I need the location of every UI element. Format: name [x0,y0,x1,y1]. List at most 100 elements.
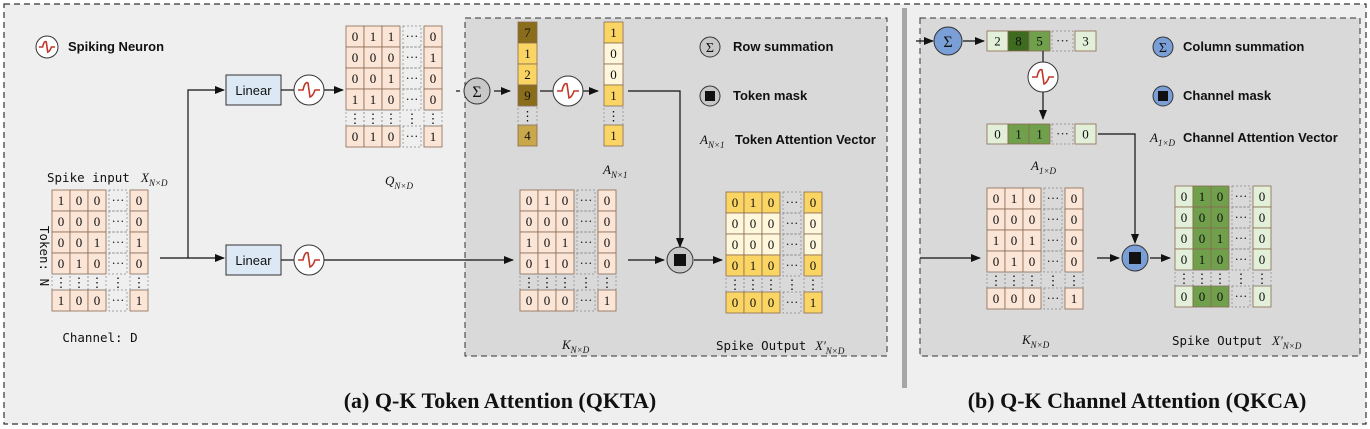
matrix-cell-value: 0 [732,216,739,231]
matrix-cell-value: 0 [1029,254,1036,269]
vector-cell-value: 5 [1036,34,1043,49]
matrix-cell-value: 0 [604,214,611,229]
channel-attention-vector-label: Channel Attention Vector [1183,130,1338,145]
matrix-cell-value: 0 [732,258,739,273]
matrix-dots-cell [782,291,802,314]
matrix-cell-value: 1 [750,258,757,273]
matrix-cell-value: 0 [544,235,551,250]
matrix-cell-value: 0 [732,237,739,252]
token-mask-legend: Token mask [699,85,808,107]
linear-k-box [225,244,282,276]
matrix-hdots: ··· [580,214,593,229]
matrix-cell-value: 0 [604,235,611,250]
matrix-cell-value: 0 [768,295,775,310]
matrix-cell-value: 0 [768,216,775,231]
caption-qkca: (b) Q-K Channel Attention (QKCA) [968,388,1307,413]
vector-cell-value: 1 [610,128,617,143]
row-sum-icon [699,36,721,58]
matrix-vdots: ⋮ [807,277,820,292]
xout-token-symbol: X′N×D [814,338,845,356]
vector-vdots: ⋮ [607,109,620,124]
matrix-cell-value: 0 [526,256,533,271]
matrix-dots-cell [576,252,596,275]
matrix-cell-value: 1 [388,71,395,86]
matrix-cell-value: 1 [1011,191,1018,206]
matrix-cell-value: 1 [1199,252,1206,267]
matrix-vdots: ⋮ [559,275,572,290]
matrix-dots-cell [402,88,422,111]
matrix-cell-value: 0 [562,293,569,308]
matrix-cell-value: 0 [562,256,569,271]
arrow-attention-to-mask [628,90,684,248]
matrix-cell-value: 1 [430,50,437,65]
token-attention-vector-label: Token Attention Vector [735,132,876,147]
spike-wave-icon [298,81,320,99]
a-channel-legend-symbol: A1×D [1149,130,1176,148]
matrix-hdots: ··· [1235,289,1248,304]
matrix-cell-value: 1 [58,193,65,208]
matrix-hdots: ··· [580,293,593,308]
matrix-cell-value: 1 [810,295,817,310]
vector-cell-value: 1 [524,46,531,61]
arrow-input-to-linear-q [160,86,225,259]
channel-attention-legend: A1×D Channel Attention Vector [1149,130,1338,148]
matrix-vdots: ⋮ [112,275,125,290]
q-symbol: QN×D [385,173,413,191]
matrix-hdots: ··· [580,235,593,250]
matrix-cell-value: 0 [1181,252,1188,267]
matrix-dots-cell [423,109,443,127]
vector-dots-cell [1051,123,1074,145]
matrix-cell-value: 0 [732,195,739,210]
matrix-cell-value: 0 [1011,233,1018,248]
matrix-cell-value: 0 [750,295,757,310]
matrix-cell-value: 0 [604,256,611,271]
matrix-cell-value: 0 [430,71,437,86]
matrix-hdots: ··· [406,129,419,144]
matrix-hdots: ··· [1235,252,1248,267]
matrix-cell-value: 1 [562,235,569,250]
matrix-cell-value: 0 [1029,191,1036,206]
linear-k-block: Linear [225,244,282,276]
matrix-hdots: ··· [1235,189,1248,204]
matrix-hdots: ··· [1047,191,1060,206]
token-mask-label: Token mask [733,88,808,103]
spike-output-channel-label: Spike Output [1172,333,1262,348]
matrix-cell-value: 0 [76,293,83,308]
matrix-vdots: ⋮ [385,111,398,126]
vector-cell-value: 2 [524,67,531,82]
vector-hdots: ··· [1056,126,1069,141]
matrix-vdots: ⋮ [427,111,440,126]
col-sum-circle [933,26,963,56]
matrix-cell-value: 1 [136,293,143,308]
spiking-neuron-k [293,244,325,276]
matrix-dots-cell [761,275,781,293]
matrix-hdots: ··· [786,295,799,310]
matrix-cell-value: 0 [750,237,757,252]
matrix-vdots: ⋮ [1235,271,1248,286]
matrix-hdots: ··· [406,29,419,44]
vector-cell [517,124,538,147]
matrix-cell-value: 1 [1071,291,1078,306]
vector-cell-value: 1 [1015,127,1022,142]
matrix-cell-value: 0 [1011,291,1018,306]
matrix-vdots: ⋮ [729,277,742,292]
linear-k-label: Linear [235,253,272,268]
spiking-neuron-channel-attention [1027,61,1059,93]
matrix-cell-value: 0 [352,71,359,86]
matrix-vdots: ⋮ [765,277,778,292]
row-sum-icon-glyph: Σ [706,41,714,56]
matrix-cell-value: 1 [370,129,377,144]
linear-q-block: Linear [225,74,282,106]
matrix-cell-value: 0 [810,258,817,273]
matrix-cell-value: 0 [388,129,395,144]
token-mask-icon-square [705,91,715,101]
matrix-cell-value: 0 [370,71,377,86]
vector-cell-value: 1 [610,25,617,40]
token-mask-square [674,254,686,266]
matrix-dots-cell [381,109,401,127]
matrix-hdots: ··· [1047,212,1060,227]
matrix-cell-value: 0 [1071,233,1078,248]
vector-cell-value: 0 [610,46,617,61]
matrix-cell-value: 0 [352,129,359,144]
